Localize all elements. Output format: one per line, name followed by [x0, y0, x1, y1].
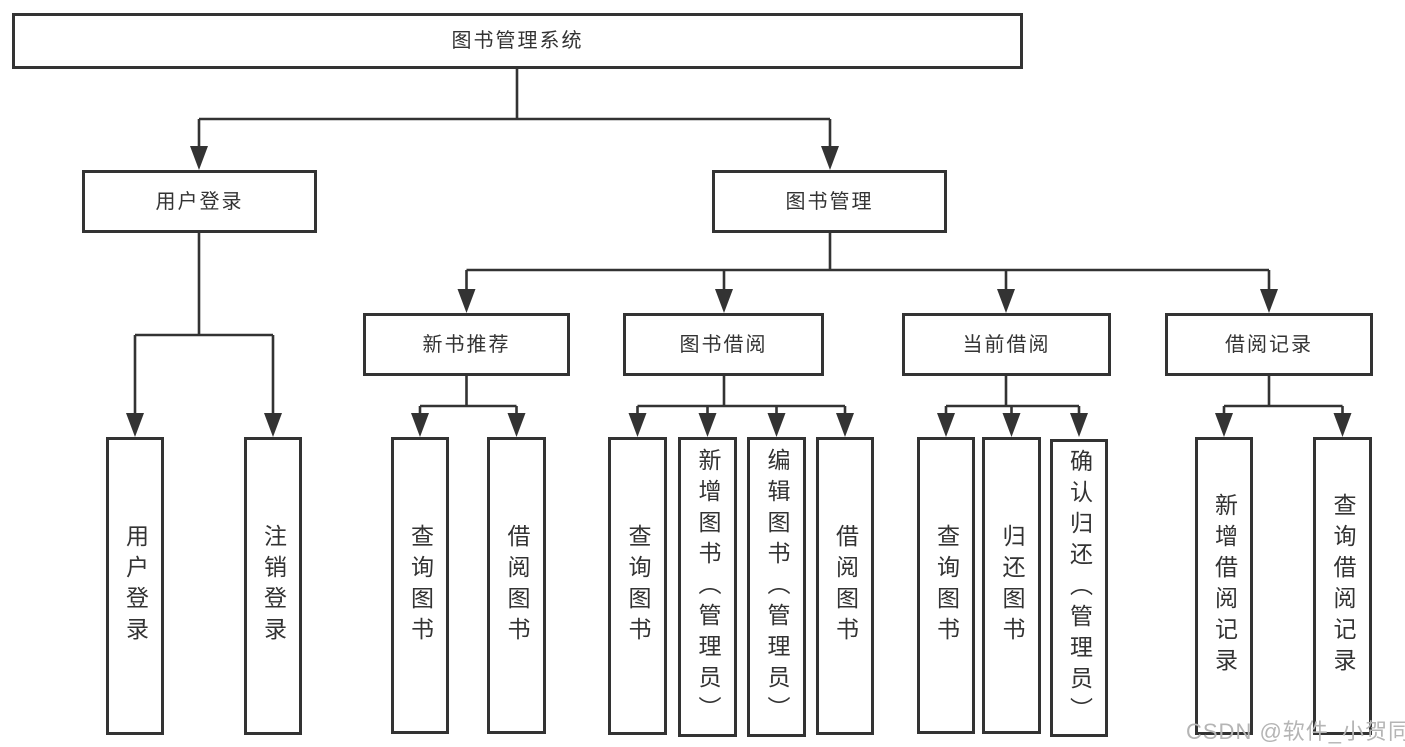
node-leaf-cb-return-books: 归还图书 [982, 437, 1041, 734]
node-leaf-user-login: 用户登录 [106, 437, 164, 735]
node-leaf-bb-edit-books: 编辑图书（管理员） [747, 437, 806, 737]
node-leaf-bb-borrow-books-label: 借阅图书 [832, 524, 859, 648]
node-leaf-br-query-record-label: 查询借阅记录 [1330, 493, 1356, 679]
node-book-borrow-label: 图书借阅 [679, 333, 768, 356]
node-leaf-logout-label: 注销登录 [260, 524, 287, 648]
node-leaf-cb-confirm-return-label: 确认归还（管理员） [1066, 448, 1093, 728]
node-leaf-cb-return-books-label: 归还图书 [999, 523, 1025, 648]
node-leaf-bb-query-books-label: 查询图书 [625, 524, 651, 648]
node-leaf-bb-borrow-books: 借阅图书 [816, 437, 874, 735]
node-book-borrow: 图书借阅 [623, 313, 824, 376]
watermark-text: CSDN @软件_小贺同学 [1186, 719, 1405, 744]
node-new-book-rec: 新书推荐 [363, 313, 570, 376]
node-new-book-rec-label: 新书推荐 [422, 333, 511, 356]
node-book-mgmt-label: 图书管理 [785, 190, 874, 213]
node-leaf-user-login-label: 用户登录 [122, 524, 149, 648]
connector-borrow-records-to-children [1215, 375, 1352, 437]
node-current-borrow-label: 当前借阅 [962, 333, 1051, 356]
node-leaf-logout: 注销登录 [244, 437, 302, 735]
connector-book-mgmt-to-level3 [457, 232, 1278, 313]
node-root: 图书管理系统 [12, 13, 1023, 69]
node-leaf-bb-add-books-label: 新增图书（管理员） [695, 447, 721, 727]
node-leaf-cb-confirm-return: 确认归还（管理员） [1050, 439, 1108, 737]
node-leaf-cb-query-books: 查询图书 [917, 437, 975, 734]
connector-user-login-to-children [126, 232, 282, 437]
node-book-mgmt: 图书管理 [712, 170, 947, 233]
node-leaf-cb-query-books-label: 查询图书 [933, 523, 960, 648]
node-leaf-bb-add-books: 新增图书（管理员） [678, 437, 737, 737]
node-current-borrow: 当前借阅 [902, 313, 1111, 376]
connector-current-borrow-to-children [937, 375, 1088, 437]
node-leaf-rec-query-books: 查询图书 [391, 437, 449, 734]
node-leaf-rec-query-books-label: 查询图书 [407, 523, 434, 648]
node-leaf-rec-borrow-books-label: 借阅图书 [504, 523, 530, 648]
node-leaf-bb-query-books: 查询图书 [608, 437, 667, 735]
node-borrow-records-label: 借阅记录 [1225, 333, 1313, 356]
node-leaf-br-add-record: 新增借阅记录 [1195, 437, 1253, 735]
connector-new-book-rec-to-children [411, 375, 526, 437]
connector-root-to-level2 [190, 68, 839, 170]
node-root-label: 图书管理系统 [451, 30, 584, 52]
node-leaf-rec-borrow-books: 借阅图书 [487, 437, 546, 734]
node-leaf-br-query-record: 查询借阅记录 [1313, 437, 1372, 735]
node-user-login: 用户登录 [82, 170, 317, 233]
node-leaf-bb-edit-books-label: 编辑图书（管理员） [764, 447, 790, 727]
connector-book-borrow-to-children [628, 375, 854, 437]
node-user-login-label: 用户登录 [155, 190, 244, 213]
node-borrow-records: 借阅记录 [1165, 313, 1373, 376]
node-leaf-br-add-record-label: 新增借阅记录 [1211, 493, 1238, 679]
